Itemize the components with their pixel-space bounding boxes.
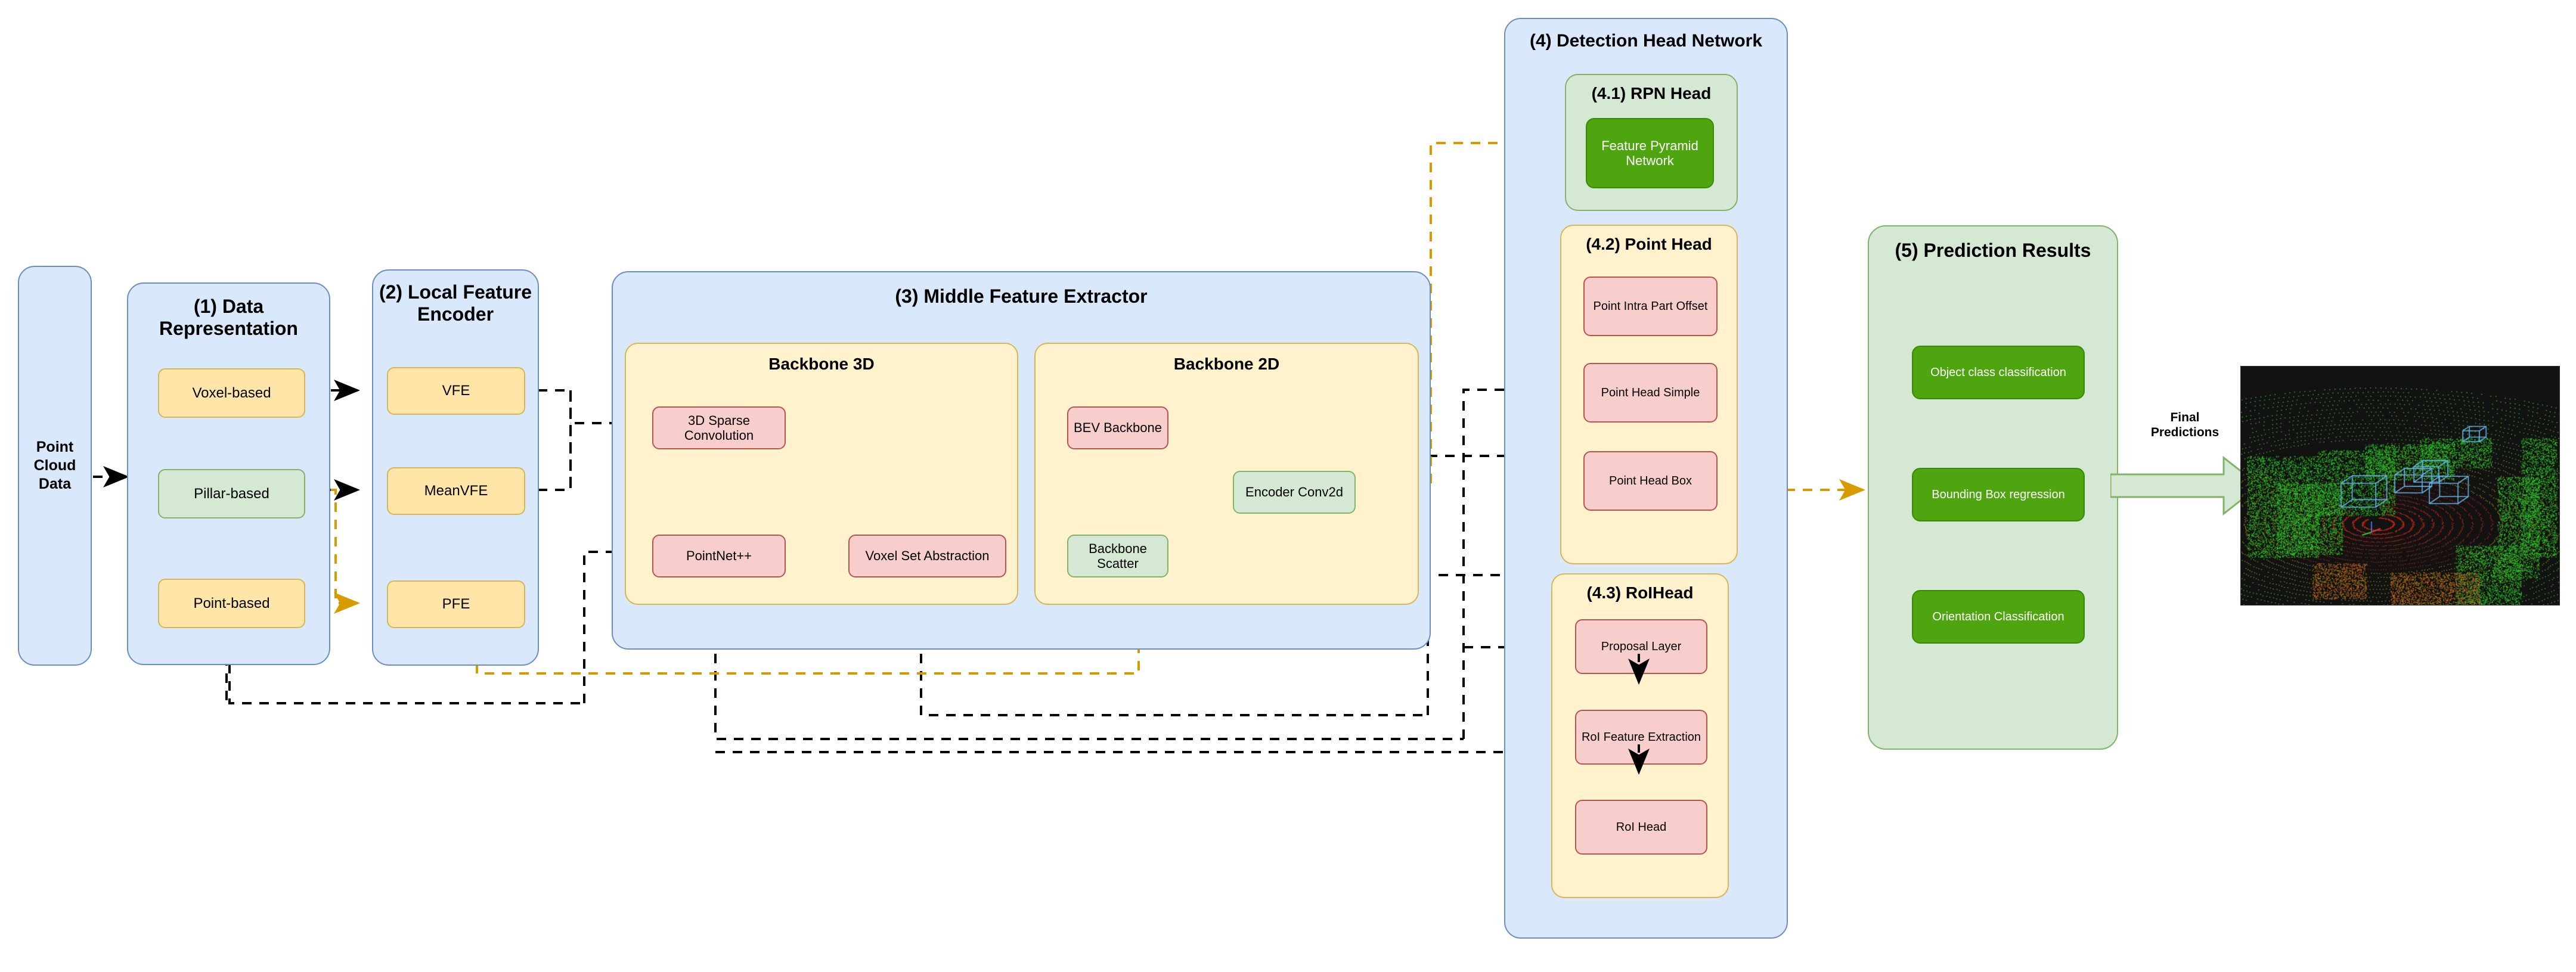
section-data-representation-title: (1) Data Representation [159, 296, 298, 339]
node-3d-sparse-convolution-label: 3D Sparse Convolution [684, 412, 754, 443]
node-point-head-box-label: Point Head Box [1609, 474, 1692, 487]
node-point-intra-part-offset-label: Point Intra Part Offset [1593, 299, 1708, 313]
node-orientation-classification[interactable]: Orientation Classification [1912, 590, 2085, 644]
subsection-roi-head-title: (4.3) RoIHead [1586, 583, 1694, 602]
node-roi-head[interactable]: RoI Head [1575, 800, 1707, 855]
section-middle-feature-extractor-title: (3) Middle Feature Extractor [895, 285, 1148, 307]
section-local-feature-encoder-title: (2) Local Feature Encoder [379, 281, 532, 325]
node-vfe[interactable]: VFE [387, 367, 525, 415]
subsection-roi-head: (4.3) RoIHead Proposal Layer RoI Feature… [1551, 573, 1729, 898]
node-feature-pyramid-network-label: Feature Pyramid Network [1601, 138, 1698, 168]
node-meanvfe-label: MeanVFE [424, 483, 488, 499]
node-point-based[interactable]: Point-based [158, 579, 305, 628]
section-local-feature-encoder: (2) Local Feature Encoder VFE MeanVFE PF… [372, 269, 539, 666]
node-voxel-based[interactable]: Voxel-based [158, 368, 305, 418]
node-voxel-based-label: Voxel-based [192, 384, 271, 401]
section-middle-feature-extractor: (3) Middle Feature Extractor Backbone 3D… [612, 271, 1431, 650]
node-bev-backbone-label: BEV Backbone [1074, 420, 1162, 436]
subsection-point-head: (4.2) Point Head Point Intra Part Offset… [1560, 225, 1738, 564]
node-proposal-layer[interactable]: Proposal Layer [1575, 619, 1707, 674]
subsection-rpn-head-title: (4.1) RPN Head [1591, 84, 1712, 103]
node-3d-sparse-convolution[interactable]: 3D Sparse Convolution [652, 406, 786, 449]
section-detection-head-network: (4) Detection Head Network (4.1) RPN Hea… [1504, 18, 1788, 939]
node-pillar-based[interactable]: Pillar-based [158, 469, 305, 518]
node-backbone-scatter-label: Backbone Scatter [1089, 541, 1147, 571]
node-point-head-box[interactable]: Point Head Box [1583, 451, 1718, 511]
node-meanvfe[interactable]: MeanVFE [387, 467, 525, 515]
node-roi-feature-extraction[interactable]: RoI Feature Extraction [1575, 710, 1707, 765]
section-prediction-results-title: (5) Prediction Results [1895, 240, 2091, 261]
subsection-backbone-2d-title: Backbone 2D [1173, 355, 1280, 373]
section-prediction-results: (5) Prediction Results Object class clas… [1868, 225, 2118, 750]
node-roi-head-label: RoI Head [1616, 820, 1667, 834]
lidar-point-cloud-output-image [2240, 366, 2560, 605]
subsection-point-head-title: (4.2) Point Head [1586, 235, 1712, 253]
node-backbone-scatter[interactable]: Backbone Scatter [1067, 535, 1168, 577]
node-voxel-set-abstraction-label: Voxel Set Abstraction [865, 548, 990, 564]
subsection-rpn-head: (4.1) RPN Head Feature Pyramid Network [1565, 74, 1738, 211]
node-orientation-classification-label: Orientation Classification [1932, 610, 2064, 623]
node-encoder-conv2d-label: Encoder Conv2d [1245, 485, 1343, 500]
node-encoder-conv2d[interactable]: Encoder Conv2d [1233, 471, 1356, 514]
node-pillar-based-label: Pillar-based [194, 485, 269, 502]
point-cloud-data-block: Point Cloud Data [18, 266, 92, 666]
node-roi-feature-extraction-label: RoI Feature Extraction [1581, 730, 1701, 744]
subsection-backbone-2d: Backbone 2D BEV Backbone Encoder Conv2d … [1034, 343, 1419, 605]
node-vfe-label: VFE [442, 383, 470, 399]
node-pointnetpp[interactable]: PointNet++ [652, 535, 786, 577]
node-pfe-label: PFE [442, 596, 470, 613]
node-point-intra-part-offset[interactable]: Point Intra Part Offset [1583, 277, 1718, 336]
node-bounding-box-regression-label: Bounding Box regression [1932, 487, 2065, 501]
section-detection-head-network-title: (4) Detection Head Network [1529, 31, 1763, 51]
node-point-head-simple[interactable]: Point Head Simple [1583, 363, 1718, 423]
subsection-backbone-3d-title: Backbone 3D [768, 355, 875, 373]
node-pointnetpp-label: PointNet++ [686, 548, 752, 564]
section-data-representation: (1) Data Representation Voxel-based Pill… [127, 282, 330, 665]
node-bev-backbone[interactable]: BEV Backbone [1067, 406, 1168, 449]
node-bounding-box-regression[interactable]: Bounding Box regression [1912, 468, 2085, 521]
node-feature-pyramid-network[interactable]: Feature Pyramid Network [1586, 118, 1714, 188]
node-object-class-classification[interactable]: Object class classification [1912, 346, 2085, 399]
node-point-head-simple-label: Point Head Simple [1601, 386, 1700, 399]
node-pfe[interactable]: PFE [387, 580, 525, 628]
subsection-backbone-3d: Backbone 3D 3D Sparse Convolution PointN… [625, 343, 1018, 605]
node-voxel-set-abstraction[interactable]: Voxel Set Abstraction [848, 535, 1006, 577]
point-cloud-data-label: Point Cloud Data [33, 438, 76, 493]
node-object-class-classification-label: Object class classification [1930, 365, 2066, 379]
node-point-based-label: Point-based [193, 595, 270, 611]
node-proposal-layer-label: Proposal Layer [1601, 639, 1682, 653]
